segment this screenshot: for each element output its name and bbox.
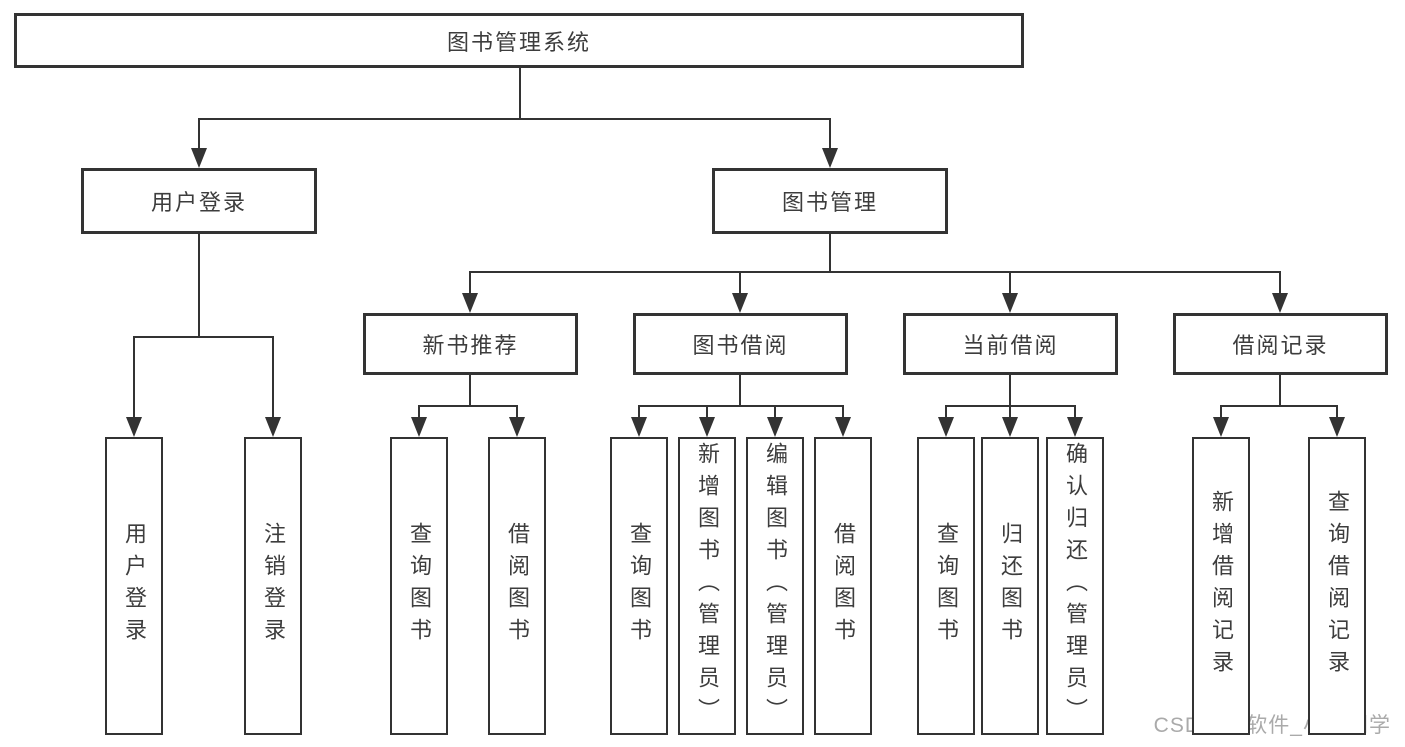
connector-bar-root [198, 118, 831, 120]
connector-bar-new-book-recommend [418, 405, 518, 407]
node-leaf-user-login: 用户登录 [105, 437, 163, 735]
node-leaf-query-borrow-record: 查询借阅记录 [1308, 437, 1366, 735]
node-book-management: 图书管理 [712, 168, 948, 234]
connector-arrow-stem-user-login [133, 337, 135, 421]
connector-arrow-stem-book-management [469, 272, 471, 297]
node-label-leaf-return-books: 归还图书 [998, 522, 1023, 650]
node-label-leaf-query-books-current: 查询图书 [934, 522, 959, 650]
connector-arrow-stem-current-borrowing [1009, 406, 1011, 421]
node-label-leaf-logout: 注销登录 [261, 522, 286, 650]
node-label-leaf-borrow-books-borrow: 借阅图书 [831, 522, 856, 650]
connector-arrow-stem-borrowing-records [1220, 406, 1222, 421]
connector-stem-new-book-recommend [469, 375, 471, 406]
node-new-book-recommend: 新书推荐 [363, 313, 578, 375]
node-leaf-confirm-return-admin: 确认归还（管理员） [1046, 437, 1104, 735]
connector-arrow-stem-new-book-recommend [418, 406, 420, 421]
connector-arrow-stem-user-login [272, 337, 274, 421]
connector-stem-user-login [198, 234, 200, 337]
arrowhead-icon [1272, 293, 1288, 313]
connector-stem-root [519, 68, 521, 119]
arrowhead-icon [699, 417, 715, 437]
connector-stem-current-borrowing [1009, 375, 1011, 406]
node-leaf-logout: 注销登录 [244, 437, 302, 735]
arrowhead-icon [631, 417, 647, 437]
node-label-borrowing-records: 借阅记录 [1232, 333, 1329, 358]
connector-arrow-stem-book-management [1279, 272, 1281, 297]
connector-arrow-stem-book-borrowing [774, 406, 776, 421]
connector-arrow-stem-book-borrowing [706, 406, 708, 421]
node-label-user-login: 用户登录 [150, 190, 247, 215]
arrowhead-icon [1002, 417, 1018, 437]
node-borrowing-records: 借阅记录 [1173, 313, 1388, 375]
node-root: 图书管理系统 [14, 13, 1024, 68]
connector-bar-book-management [469, 271, 1281, 273]
arrowhead-icon [732, 293, 748, 313]
connector-stem-book-borrowing [739, 375, 741, 406]
node-label-root: 图书管理系统 [446, 29, 591, 55]
node-book-borrowing: 图书借阅 [633, 313, 848, 375]
arrowhead-icon [938, 417, 954, 437]
node-leaf-query-books-current: 查询图书 [917, 437, 975, 735]
node-leaf-return-books: 归还图书 [981, 437, 1039, 735]
connector-arrow-stem-current-borrowing [945, 406, 947, 421]
node-label-leaf-add-borrow-record: 新增借阅记录 [1209, 490, 1234, 682]
arrowhead-icon [1002, 293, 1018, 313]
node-label-leaf-query-books-borrow: 查询图书 [627, 522, 652, 650]
arrowhead-icon [1067, 417, 1083, 437]
node-label-leaf-borrow-books-rec: 借阅图书 [505, 522, 530, 650]
connector-arrow-stem-book-management [739, 272, 741, 297]
node-leaf-edit-books-admin: 编辑图书（管理员） [746, 437, 804, 735]
node-label-new-book-recommend: 新书推荐 [422, 333, 519, 358]
node-label-current-borrowing: 当前借阅 [962, 333, 1059, 358]
node-label-leaf-confirm-return-admin: 确认归还（管理员） [1063, 442, 1088, 730]
connector-arrow-stem-new-book-recommend [516, 406, 518, 421]
arrowhead-icon [1213, 417, 1229, 437]
connector-bar-book-borrowing [638, 405, 844, 407]
connector-arrow-stem-root [829, 119, 831, 152]
connector-arrow-stem-current-borrowing [1074, 406, 1076, 421]
arrowhead-icon [265, 417, 281, 437]
node-leaf-query-books-borrow: 查询图书 [610, 437, 668, 735]
node-label-leaf-user-login: 用户登录 [122, 522, 147, 650]
node-leaf-borrow-books-rec: 借阅图书 [488, 437, 546, 735]
connector-bar-user-login [133, 336, 274, 338]
node-label-leaf-query-books-rec: 查询图书 [407, 522, 432, 650]
arrowhead-icon [191, 148, 207, 168]
arrowhead-icon [509, 417, 525, 437]
node-label-leaf-edit-books-admin: 编辑图书（管理员） [763, 442, 788, 730]
connector-bar-borrowing-records [1220, 405, 1338, 407]
arrowhead-icon [822, 148, 838, 168]
arrowhead-icon [462, 293, 478, 313]
arrowhead-icon [767, 417, 783, 437]
node-leaf-query-books-rec: 查询图书 [390, 437, 448, 735]
arrowhead-icon [1329, 417, 1345, 437]
connector-arrow-stem-borrowing-records [1336, 406, 1338, 421]
node-current-borrowing: 当前借阅 [903, 313, 1118, 375]
node-leaf-borrow-books-borrow: 借阅图书 [814, 437, 872, 735]
node-leaf-add-borrow-record: 新增借阅记录 [1192, 437, 1250, 735]
connector-arrow-stem-book-management [1009, 272, 1011, 297]
connector-stem-borrowing-records [1279, 375, 1281, 406]
connector-arrow-stem-root [198, 119, 200, 152]
node-label-leaf-add-books-admin: 新增图书（管理员） [695, 442, 720, 730]
node-label-book-borrowing: 图书借阅 [692, 333, 789, 358]
arrowhead-icon [835, 417, 851, 437]
connector-stem-book-management [829, 234, 831, 272]
node-label-leaf-query-borrow-record: 查询借阅记录 [1325, 490, 1350, 682]
arrowhead-icon [126, 417, 142, 437]
connector-arrow-stem-book-borrowing [638, 406, 640, 421]
node-label-book-management: 图书管理 [781, 190, 878, 215]
node-leaf-add-books-admin: 新增图书（管理员） [678, 437, 736, 735]
arrowhead-icon [411, 417, 427, 437]
node-user-login: 用户登录 [81, 168, 317, 234]
connector-arrow-stem-book-borrowing [842, 406, 844, 421]
